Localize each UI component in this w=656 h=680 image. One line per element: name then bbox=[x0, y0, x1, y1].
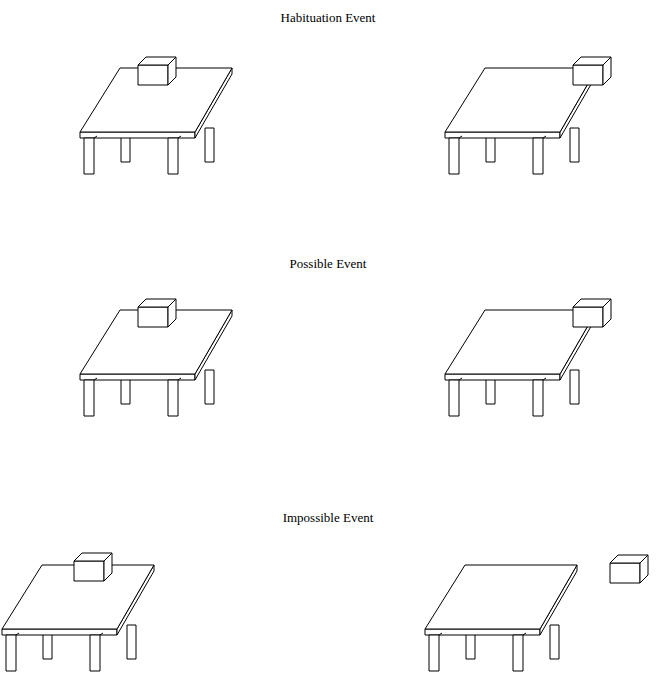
event-title: Habituation Event bbox=[281, 10, 376, 26]
event-title: Possible Event bbox=[290, 256, 367, 272]
event-title: Impossible Event bbox=[283, 510, 374, 526]
